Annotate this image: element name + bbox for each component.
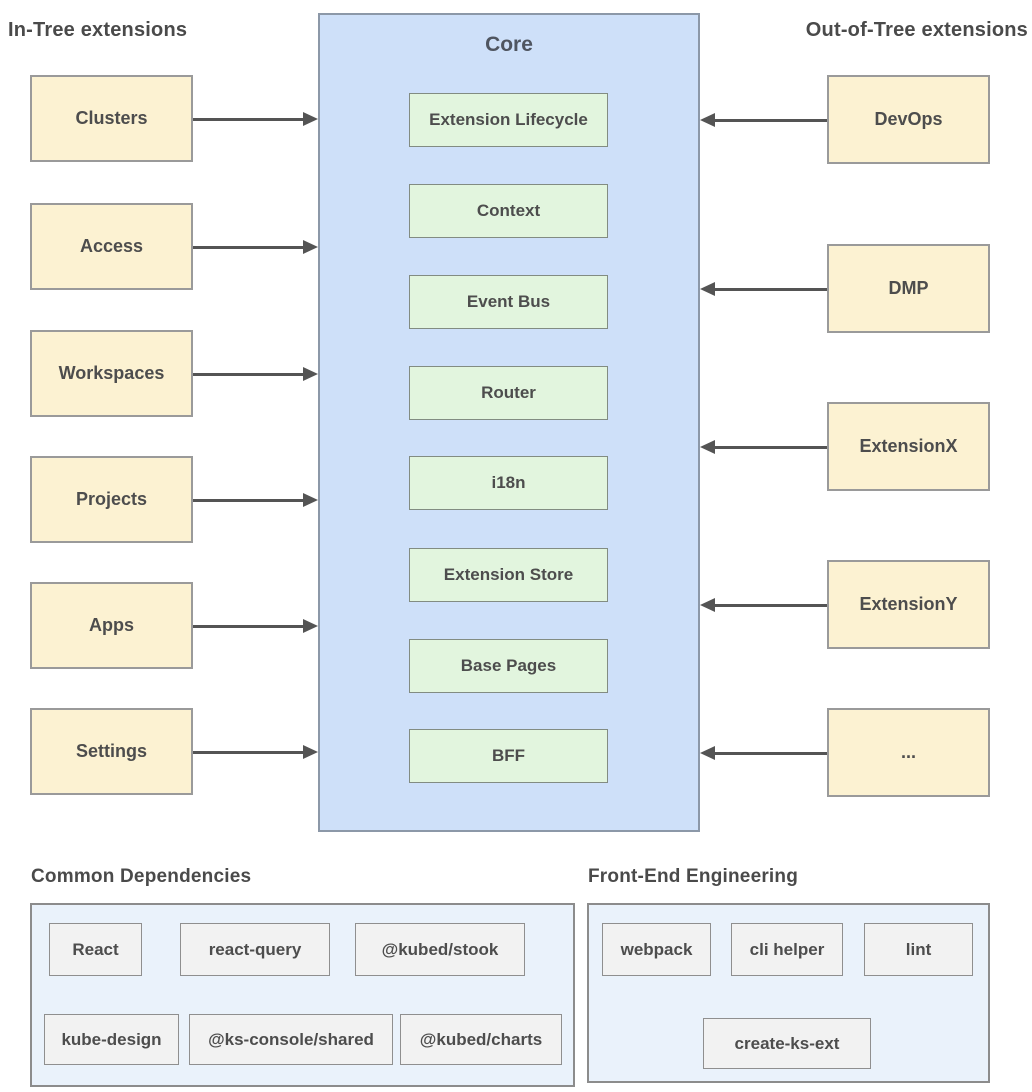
arrow-line — [715, 751, 827, 755]
chip-kubed-stook: @kubed/stook — [355, 923, 525, 976]
arrow-head — [700, 282, 715, 296]
core-module-router: Router — [409, 366, 608, 420]
core-module-extension-lifecycle: Extension Lifecycle — [409, 93, 608, 147]
arrow-head — [303, 745, 318, 759]
arrow-line — [715, 603, 827, 607]
arrow-head — [303, 240, 318, 254]
arrow-ellipsis-to-core — [700, 746, 827, 760]
chip-create-ks-ext: create-ks-ext — [703, 1018, 871, 1069]
arrow-line — [715, 118, 827, 122]
chip-cli-helper: cli helper — [731, 923, 843, 976]
in-tree-node-apps: Apps — [30, 582, 193, 669]
out-of-tree-node-dmp: DMP — [827, 244, 990, 333]
arrow-head — [303, 112, 318, 126]
arrow-line — [715, 445, 827, 449]
arrow-devops-to-core — [700, 113, 827, 127]
in-tree-node-settings: Settings — [30, 708, 193, 795]
arrow-line — [715, 287, 827, 291]
core-module-bff: BFF — [409, 729, 608, 783]
chip-react: React — [49, 923, 142, 976]
arrow-head — [700, 746, 715, 760]
out-of-tree-node-extensionx: ExtensionX — [827, 402, 990, 491]
arrow-projects-to-core — [193, 493, 318, 507]
arrow-dmp-to-core — [700, 282, 827, 296]
core-module-extension-store: Extension Store — [409, 548, 608, 602]
out-of-tree-node-ellipsis: ... — [827, 708, 990, 797]
core-module-event-bus: Event Bus — [409, 275, 608, 329]
in-tree-section-title: In-Tree extensions — [8, 19, 188, 41]
out-of-tree-section-title: Out-of-Tree extensions — [805, 19, 1028, 41]
in-tree-node-projects: Projects — [30, 456, 193, 543]
arrow-head — [700, 440, 715, 454]
core-panel-title: Core — [485, 33, 533, 56]
chip-webpack: webpack — [602, 923, 711, 976]
in-tree-node-clusters: Clusters — [30, 75, 193, 162]
core-module-i18n: i18n — [409, 456, 608, 510]
arrow-head — [303, 367, 318, 381]
arrow-line — [193, 624, 303, 628]
core-module-context: Context — [409, 184, 608, 238]
front-end-engineering-title: Front-End Engineering — [588, 866, 799, 887]
chip-kubed-charts: @kubed/charts — [400, 1014, 562, 1065]
arrow-extensionx-to-core — [700, 440, 827, 454]
arrow-line — [193, 117, 303, 121]
arrow-head — [700, 598, 715, 612]
arrow-settings-to-core — [193, 745, 318, 759]
in-tree-node-access: Access — [30, 203, 193, 290]
out-of-tree-node-devops: DevOps — [827, 75, 990, 164]
chip-ks-console-shared: @ks-console/shared — [189, 1014, 393, 1065]
arrow-access-to-core — [193, 240, 318, 254]
chip-kube-design: kube-design — [44, 1014, 179, 1065]
arrow-line — [193, 372, 303, 376]
arrow-line — [193, 750, 303, 754]
arrow-head — [303, 493, 318, 507]
core-panel — [318, 13, 700, 832]
arrow-line — [193, 498, 303, 502]
in-tree-node-workspaces: Workspaces — [30, 330, 193, 417]
chip-lint: lint — [864, 923, 973, 976]
arrow-line — [193, 245, 303, 249]
core-module-base-pages: Base Pages — [409, 639, 608, 693]
out-of-tree-node-extensiony: ExtensionY — [827, 560, 990, 649]
arrow-clusters-to-core — [193, 112, 318, 126]
arrow-apps-to-core — [193, 619, 318, 633]
arrow-head — [700, 113, 715, 127]
common-dependencies-title: Common Dependencies — [31, 866, 252, 887]
arrow-workspaces-to-core — [193, 367, 318, 381]
arrow-head — [303, 619, 318, 633]
chip-react-query: react-query — [180, 923, 330, 976]
arrow-extensiony-to-core — [700, 598, 827, 612]
